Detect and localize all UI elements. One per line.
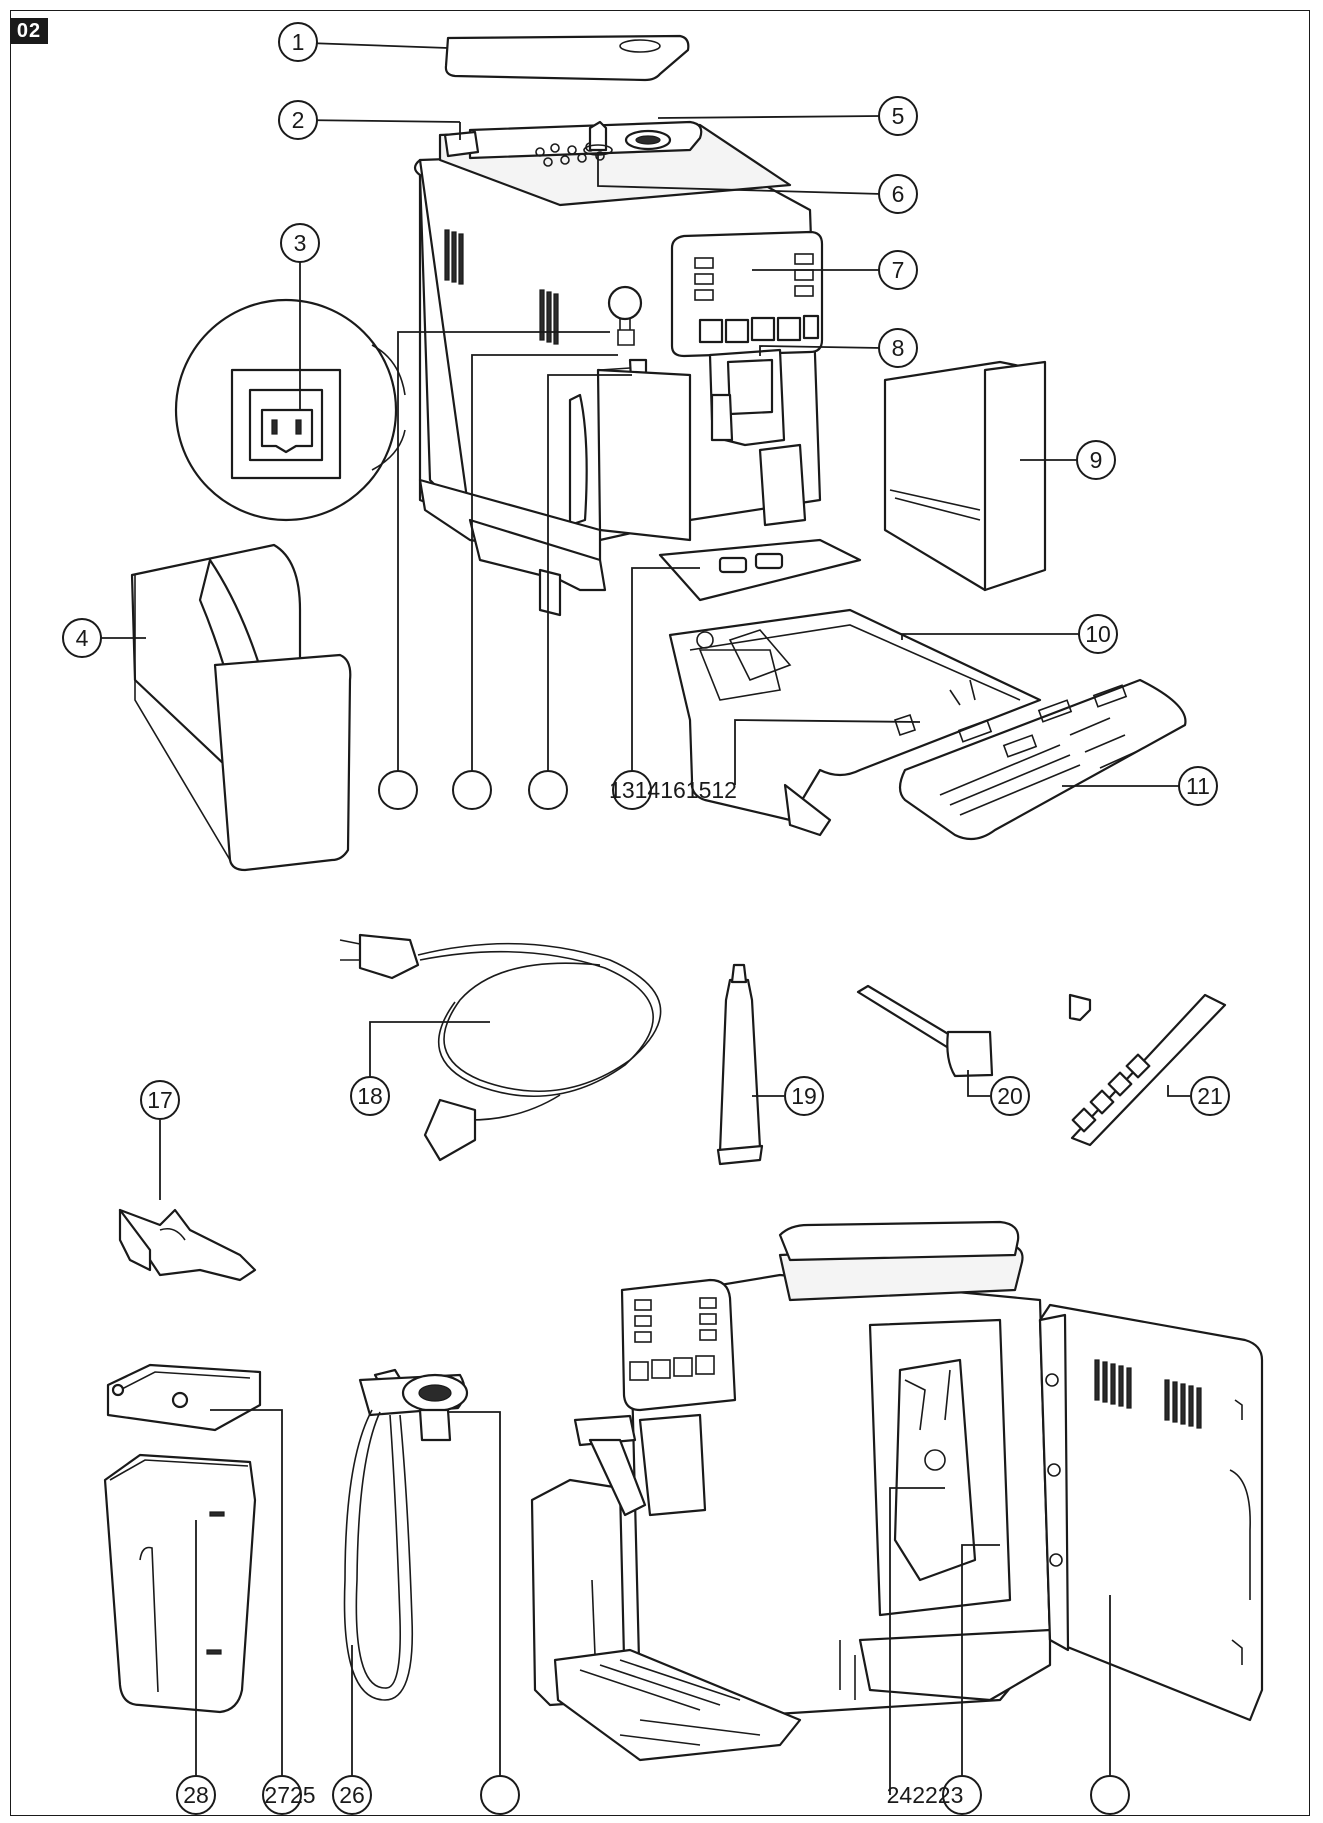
callout-blank-e xyxy=(1090,1775,1130,1815)
page-frame xyxy=(10,10,1310,1816)
drip-tray-grid xyxy=(898,678,1187,841)
callout-3: 3 xyxy=(280,223,320,263)
milk-jug xyxy=(103,1453,257,1714)
callout-4: 4 xyxy=(62,618,102,658)
grease-tube xyxy=(716,963,764,1166)
callout-19: 19 xyxy=(784,1076,824,1116)
callout-11: 11 xyxy=(1178,766,1218,806)
milk-tube xyxy=(343,1368,469,1701)
svg-text:4: 4 xyxy=(76,625,89,651)
callout-blank-b xyxy=(452,770,492,810)
svg-text:7: 7 xyxy=(892,257,905,283)
callout-21: 21 xyxy=(1190,1076,1230,1116)
bean-hopper-lid xyxy=(444,34,690,82)
callout-markers: 1 2 3 4 5 6 7 8 9 10 11 1314161512 17 18… xyxy=(62,22,1230,1815)
svg-text:9: 9 xyxy=(1090,447,1103,473)
callout-10: 10 xyxy=(1078,614,1118,654)
svg-text:19: 19 xyxy=(791,1083,817,1109)
service-door xyxy=(1038,1303,1264,1722)
callout-blank-d xyxy=(480,1775,520,1815)
drip-tray xyxy=(668,608,1042,837)
control-panel-buttons xyxy=(694,253,820,344)
callout-blank-a xyxy=(378,770,418,810)
callout-13-16-15-12: 1314161512 xyxy=(609,770,737,810)
svg-text:10: 10 xyxy=(1085,621,1111,647)
svg-text:11: 11 xyxy=(1186,773,1210,799)
coffee-machine-front-illustration xyxy=(413,34,862,617)
water-tank xyxy=(130,543,352,872)
svg-text:242223: 242223 xyxy=(887,1782,964,1808)
callout-7: 7 xyxy=(878,250,918,290)
coffee-machine-side-illustration xyxy=(530,1220,1264,1762)
leader-lines xyxy=(100,41,1190,1795)
side-vents xyxy=(444,229,559,345)
svg-text:21: 21 xyxy=(1197,1083,1223,1109)
svg-text:18: 18 xyxy=(357,1083,383,1109)
callout-8: 8 xyxy=(878,328,918,368)
coffee-grounds-container xyxy=(883,360,1047,592)
milk-jug-lid xyxy=(106,1363,262,1432)
callout-2: 2 xyxy=(278,100,318,140)
svg-text:20: 20 xyxy=(997,1083,1023,1109)
callout-blank-c xyxy=(528,770,568,810)
water-hardness-test-strip xyxy=(1068,993,1227,1147)
callout-1: 1 xyxy=(278,22,318,62)
svg-text:3: 3 xyxy=(294,230,307,256)
callout-9: 9 xyxy=(1076,440,1116,480)
drip-tray-cover xyxy=(658,538,862,602)
svg-text:2725: 2725 xyxy=(264,1782,315,1808)
measuring-scoop xyxy=(856,984,994,1078)
svg-text:1314161512: 1314161512 xyxy=(609,777,737,803)
svg-text:1: 1 xyxy=(292,29,305,55)
svg-text:26: 26 xyxy=(339,1782,365,1808)
svg-text:2: 2 xyxy=(292,107,305,133)
callout-6: 6 xyxy=(878,174,918,214)
power-socket-detail xyxy=(174,298,406,522)
callout-5: 5 xyxy=(878,96,918,136)
callout-17: 17 xyxy=(140,1080,180,1120)
section-number-badge: 02 xyxy=(10,18,48,44)
callout-20: 20 xyxy=(990,1076,1030,1116)
svg-text:6: 6 xyxy=(892,181,905,207)
callout-18: 18 xyxy=(350,1076,390,1116)
milk-frother-connector xyxy=(118,1208,257,1282)
svg-text:8: 8 xyxy=(892,335,905,361)
power-cord xyxy=(339,933,662,1162)
svg-text:28: 28 xyxy=(183,1782,209,1808)
callout-28: 28 xyxy=(176,1775,216,1815)
callout-27-25: 2725 xyxy=(262,1775,316,1815)
callout-24-22-23: 242223 xyxy=(887,1775,982,1815)
svg-text:17: 17 xyxy=(147,1087,173,1113)
callout-26: 26 xyxy=(332,1775,372,1815)
svg-text:5: 5 xyxy=(892,103,905,129)
